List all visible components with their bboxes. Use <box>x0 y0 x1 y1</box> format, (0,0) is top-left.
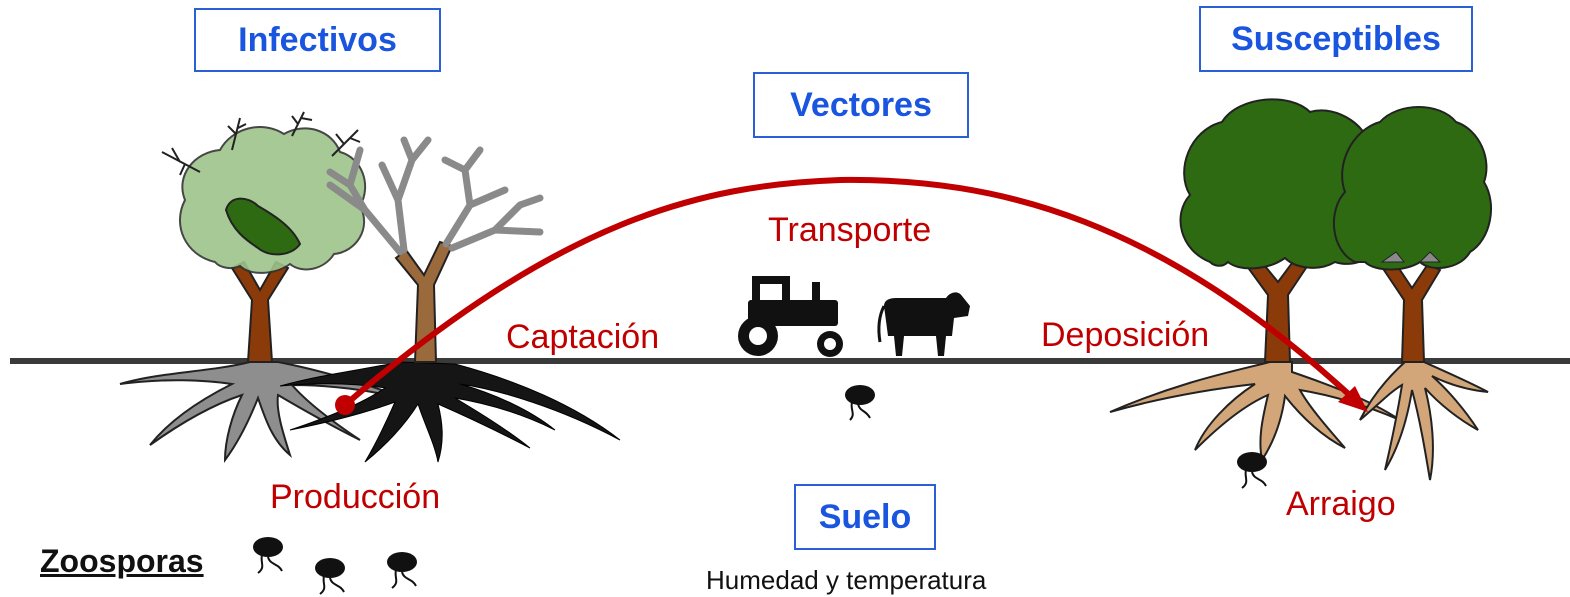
step-arraigo: Arraigo <box>1286 485 1396 523</box>
arrow-start-dot <box>335 395 355 415</box>
susceptible-roots <box>1109 361 1489 481</box>
tractor-icon <box>738 276 843 357</box>
susceptible-tree-2 <box>1332 106 1492 363</box>
dead-tree <box>279 136 621 463</box>
dead-tree-roots <box>279 361 621 463</box>
susceptible-tree-1-trunk <box>1242 253 1312 363</box>
infected-tree-canopy <box>179 126 367 274</box>
dead-tree-trunk <box>394 240 454 363</box>
infected-tree-trunk <box>230 260 290 363</box>
susceptible-tree-2-trunk <box>1382 262 1442 363</box>
zoospore-icon-right <box>1237 452 1267 489</box>
infected-tree <box>119 111 411 464</box>
infectivos-label: Infectivos <box>238 20 397 59</box>
susceptibles-box: Susceptibles <box>1199 6 1473 72</box>
zoospore-icon-legend-2 <box>315 558 345 595</box>
zoospore-icon-legend-1 <box>253 537 283 574</box>
zoospore-icon-legend-3 <box>387 552 417 589</box>
infectivos-box: Infectivos <box>194 8 441 72</box>
dead-twigs <box>161 111 361 176</box>
transport-arrow <box>335 176 1368 415</box>
dead-tree-branches <box>326 136 544 256</box>
suelo-label: Suelo <box>818 497 912 536</box>
step-deposicion: Deposición <box>1041 316 1210 354</box>
infected-tree-inner-foliage <box>224 197 302 256</box>
vectores-box: Vectores <box>753 72 969 138</box>
suelo-box: Suelo <box>794 484 936 550</box>
soil-conditions-note: Humedad y temperatura <box>706 565 987 595</box>
step-captacion: Captación <box>506 318 660 356</box>
arrow-head <box>1338 386 1368 412</box>
step-transporte: Transporte <box>768 211 932 249</box>
susceptible-tree-2-canopy <box>1332 106 1492 271</box>
susceptible-tree-2-rocks <box>1380 251 1442 263</box>
zoosporas-legend-label: Zoosporas <box>40 543 204 579</box>
susceptibles-label: Susceptibles <box>1231 19 1441 58</box>
zoospore-icon-middle <box>845 385 875 421</box>
vectores-label: Vectores <box>790 85 932 124</box>
infected-tree-roots <box>119 361 411 464</box>
step-produccion: Producción <box>270 478 441 516</box>
cow-icon <box>877 292 970 356</box>
